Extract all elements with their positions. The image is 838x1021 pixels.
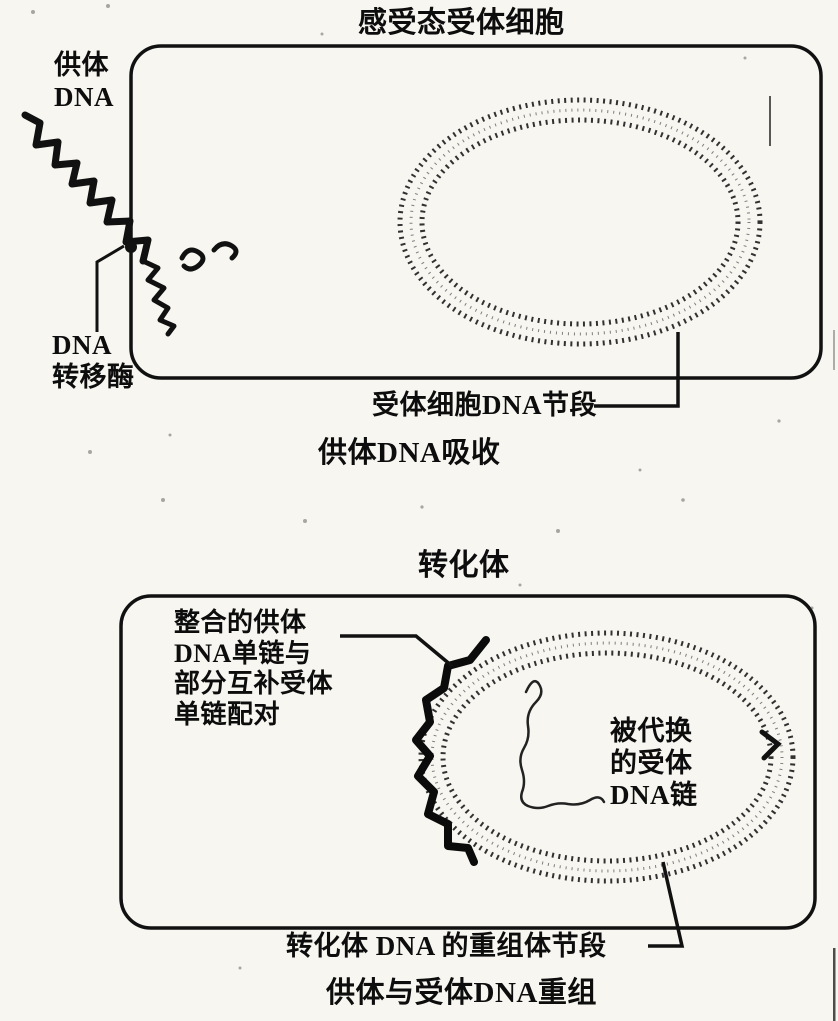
donor-dna-strand — [21, 111, 152, 265]
dna-transferase-label: DNA 转移酶 — [52, 330, 135, 392]
recipient-dna-segment-label: 受体细胞DNA节段 — [372, 390, 597, 420]
dna-fragment-1 — [179, 247, 206, 272]
scan-edge-artifact — [833, 948, 836, 1021]
displaced-recipient-strand-label: 被代换 的受体 DNA链 — [610, 716, 698, 810]
integrated-donor-strand-label: 整合的供体 DNA单链与 部分互补受体 单链配对 — [174, 608, 334, 730]
recombinant-segment-label: 转化体 DNA 的重组体节段 — [286, 931, 607, 961]
segment-pointer-line — [594, 332, 680, 408]
ring-right-mark — [759, 729, 782, 761]
recipient-dna-ring — [397, 97, 763, 347]
scan-edge-artifact-2 — [833, 330, 835, 370]
displaced-strand — [519, 679, 606, 810]
integrated-pointer-line — [340, 634, 454, 668]
panel1-title: 感受态受体细胞 — [358, 7, 565, 39]
recombinant-pointer-line — [648, 861, 685, 948]
noise-specks — [31, 4, 814, 970]
membrane-entry-point — [125, 241, 137, 253]
transferase-pointer-line — [95, 244, 125, 332]
transformant-cell-membrane — [119, 594, 817, 930]
integrated-donor-strand — [412, 636, 490, 866]
panel1-caption: 供体DNA吸收 — [318, 437, 501, 469]
dna-fragment-2 — [211, 241, 239, 261]
donor-dna-label: 供体 DNA — [54, 50, 114, 112]
competent-cell-membrane — [129, 44, 823, 380]
panel2-title: 转化体 — [418, 549, 510, 582]
donor-dna-tail — [140, 258, 177, 337]
panel2-caption: 供体与受体DNA重组 — [326, 977, 597, 1009]
transformant-dna-ring — [418, 630, 796, 884]
